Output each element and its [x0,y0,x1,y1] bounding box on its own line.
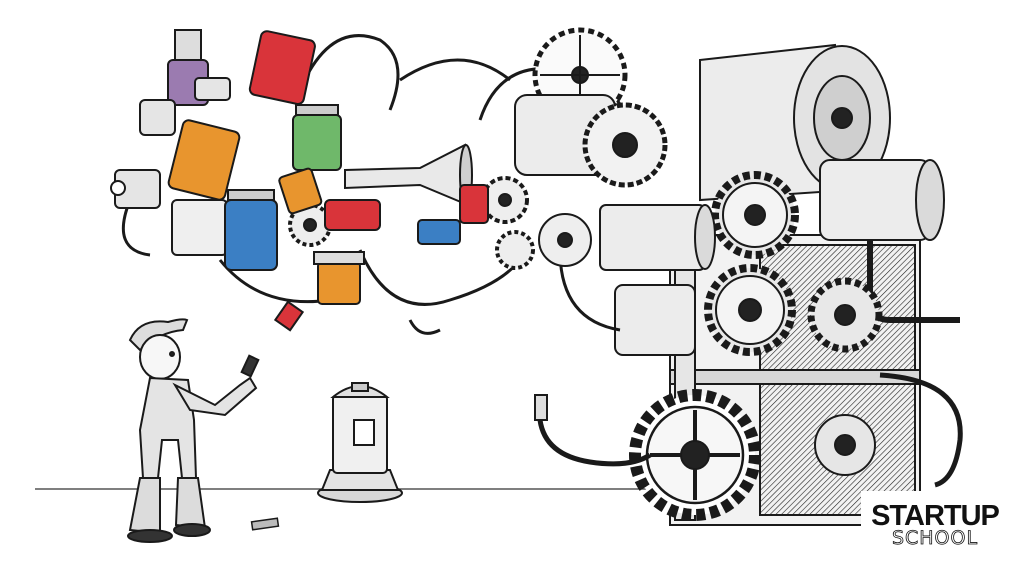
gear-right [807,277,883,353]
logo-line-startup: STARTUP [871,500,1000,532]
canister-green [292,104,342,171]
hydrant [317,382,403,503]
motor-drum [699,43,891,202]
canister-orange-small [278,167,323,215]
man-figure [127,318,260,543]
wheel-lower-right [814,414,876,476]
canister-white [171,199,228,256]
gear-middle [704,264,796,356]
gear-mid-cluster [288,176,592,270]
canister-blue [224,189,278,271]
logo-line-school: SCHOOL [891,527,979,549]
valve-red-bottom [273,300,305,332]
canister-red-middle [324,199,381,231]
canister-orange-left [167,119,241,201]
horn [344,143,473,207]
canister-orange-bottom [313,251,365,305]
gear-upper [711,171,799,259]
canister-red-right [459,184,489,224]
small-motor [599,204,716,356]
paper-on-ground [250,517,280,531]
startup-school-logo: STARTUP SCHOOL [861,491,1009,553]
hose-right [534,372,963,488]
gear-large-bottom [629,389,761,521]
canister-blue-small [417,219,461,245]
drum-middle [514,94,668,188]
left-fittings [110,77,231,209]
canister-red-top [248,30,316,105]
